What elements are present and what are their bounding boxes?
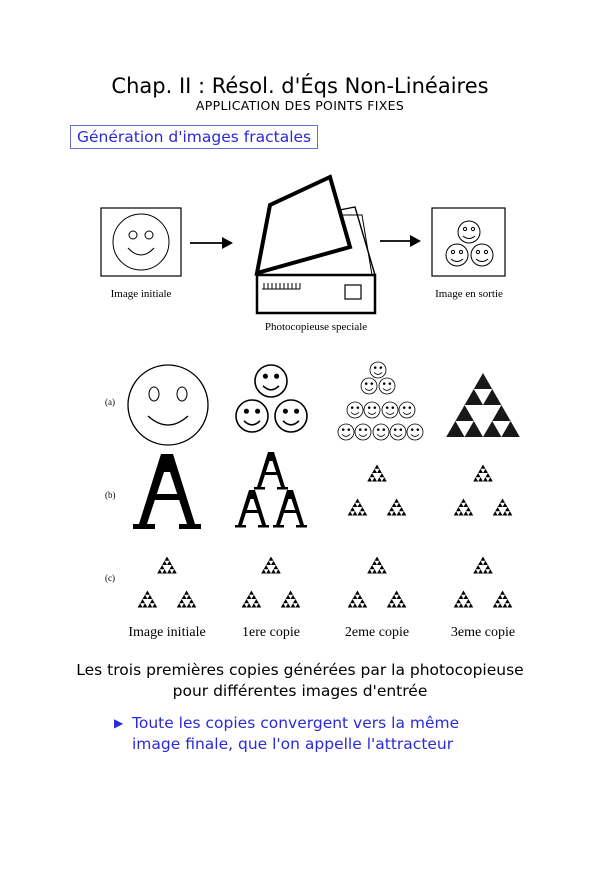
fractal-grid: (a) (b) (c) Imag (105, 361, 520, 640)
triangle-bullet-icon: ▶ (114, 716, 124, 730)
column-label-initial: Image initiale (128, 625, 205, 640)
section-title-box: Génération d'images fractales (70, 125, 319, 149)
three-smileys-icon (445, 220, 494, 267)
column-label-copy1: 1ere copie (242, 625, 300, 640)
arrow-right-icon (190, 237, 233, 249)
column-label-copy3: 3eme copie (451, 625, 515, 640)
figure-caption: Les trois premières copies générées par … (0, 660, 600, 702)
caption-line-1: Les trois premières copies générées par … (76, 661, 524, 679)
smiley-large-icon (127, 364, 209, 446)
letter-a-copy1-icon (235, 452, 307, 528)
note-line-1: Toute les copies convergent vers la même (132, 714, 460, 732)
photocopier-caption: Photocopieuse speciale (265, 321, 367, 333)
page-title: Chap. II : Résol. d'Éqs Non-Linéaires (111, 74, 489, 98)
letter-a-icon (133, 454, 201, 529)
smiley-icon (112, 213, 170, 271)
triangle-copy3-icon (454, 557, 513, 608)
page-subtitle: APPLICATION DES POINTS FIXES (195, 98, 405, 113)
smiley-copy2-icon (337, 361, 424, 441)
triangle-initial-icon (138, 557, 197, 608)
photocopier-diagram: Image initiale Photocopieuse speciale Im… (100, 174, 506, 333)
letter-a-copy2-icon (348, 465, 407, 516)
note-line-2: image finale, que l'on appelle l'attract… (132, 735, 454, 753)
row-label-a: (a) (105, 397, 115, 407)
row-label-b: (b) (105, 490, 116, 500)
output-image-caption: Image en sortie (435, 288, 503, 300)
input-image-frame (100, 207, 182, 277)
column-label-copy2: 2eme copie (345, 625, 409, 640)
photocopier-icon (254, 174, 377, 315)
smiley-copy1-icon (235, 364, 308, 433)
output-image-frame (431, 207, 506, 277)
triangle-copy2-icon (348, 557, 407, 608)
arrow-right-icon (380, 235, 421, 247)
letter-a-copy3-icon (454, 465, 513, 516)
smiley-copy3-icon (446, 373, 520, 437)
input-image-caption: Image initiale (111, 288, 172, 300)
conclusion-note: ▶ Toute les copies convergent vers la mê… (114, 713, 460, 755)
caption-line-2: pour différentes images d'entrée (172, 682, 428, 700)
row-label-c: (c) (105, 573, 115, 583)
triangle-copy1-icon (242, 557, 301, 608)
